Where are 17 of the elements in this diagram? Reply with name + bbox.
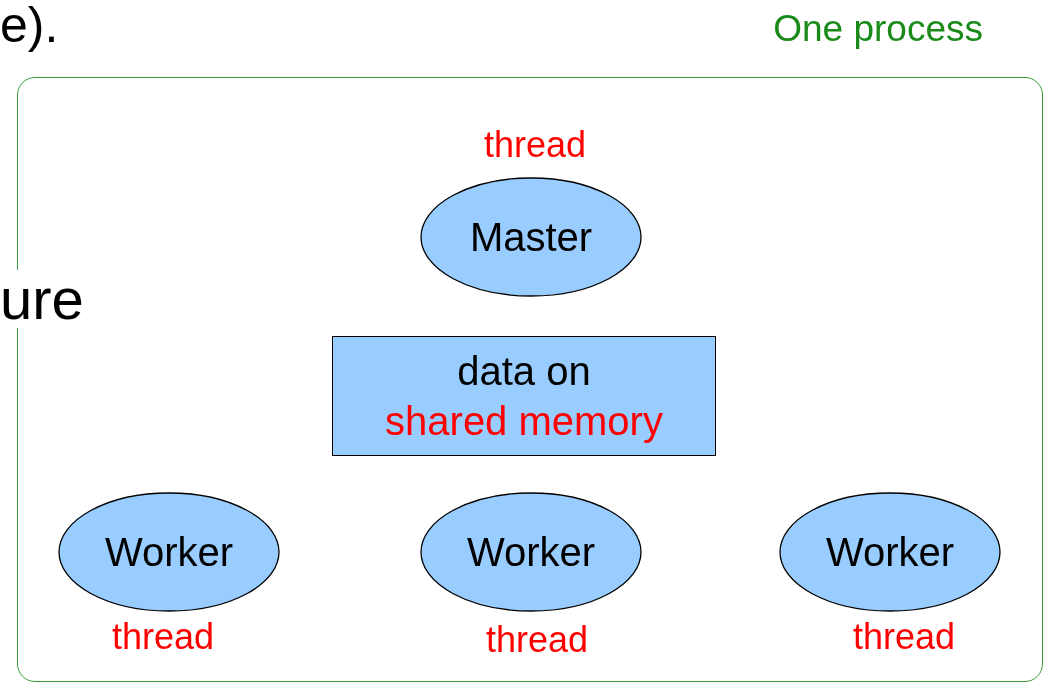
process-title: One process xyxy=(773,8,983,50)
node-label: Worker xyxy=(104,529,234,576)
thread-label: thread xyxy=(851,616,957,658)
box-sublabel: shared memory xyxy=(385,398,663,445)
node-label: Master xyxy=(469,214,593,261)
memory-box xyxy=(332,336,716,456)
thread-label: thread xyxy=(484,619,590,661)
slide-text-fragment: ure xyxy=(0,270,84,328)
node-label: Worker xyxy=(466,529,596,576)
thread-label: thread xyxy=(110,616,216,658)
thread-label: thread xyxy=(482,124,588,166)
thread-ellipse xyxy=(420,177,642,297)
node-label: Worker xyxy=(825,529,955,576)
thread-ellipse xyxy=(779,492,1001,612)
thread-ellipse xyxy=(420,492,642,612)
box-label: data on xyxy=(457,348,591,395)
thread-ellipse xyxy=(58,492,280,612)
